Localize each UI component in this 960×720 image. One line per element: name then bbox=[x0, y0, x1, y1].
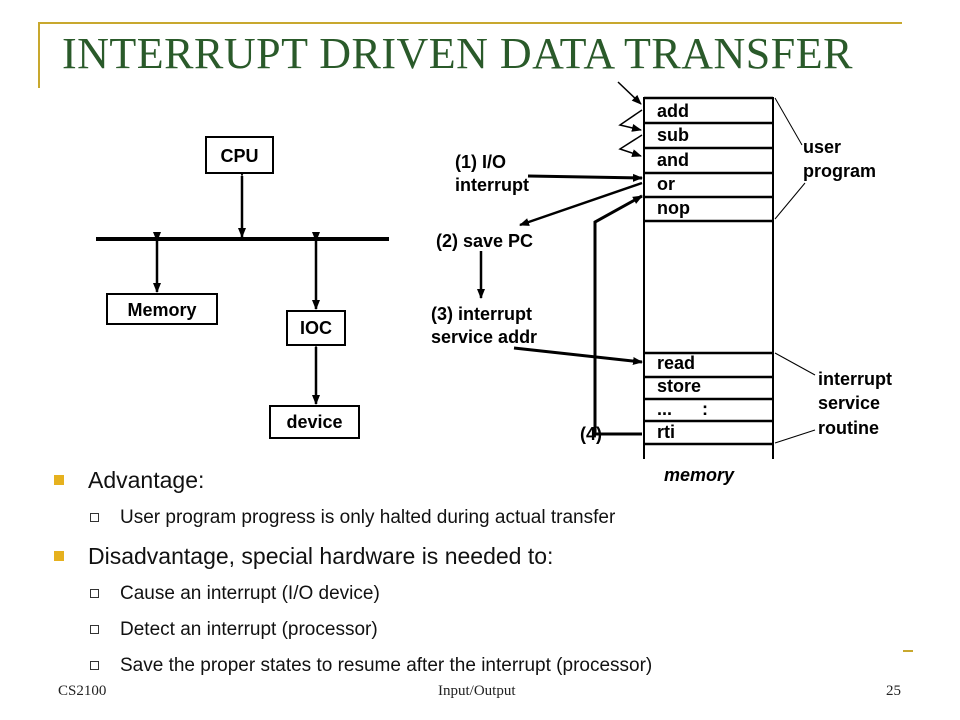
ioc-box: IOC bbox=[286, 310, 346, 346]
device-box: device bbox=[269, 405, 360, 439]
disadvantage-text: Disadvantage, special hardware is needed… bbox=[88, 543, 554, 569]
user-program-connector-top bbox=[774, 97, 803, 146]
flow-arrow-sub bbox=[618, 109, 643, 132]
user-program-label-2: program bbox=[803, 161, 876, 181]
hollow-square-bullet-icon bbox=[90, 513, 99, 522]
ioc-label: IOC bbox=[300, 318, 332, 338]
disadvantage-1-text: Cause an interrupt (I/O device) bbox=[120, 583, 380, 604]
sub-bullet-disadvantage-1: Cause an interrupt (I/O device) bbox=[52, 576, 932, 612]
step-4-label: (4) bbox=[580, 424, 602, 444]
slide-title: INTERRUPT DRIVEN DATA TRANSFER bbox=[62, 29, 853, 78]
frame-corner-mark bbox=[903, 650, 913, 652]
advantage-text: Advantage: bbox=[88, 467, 205, 493]
mem-cell-store: store bbox=[657, 376, 701, 396]
isr-label-2: service bbox=[818, 393, 880, 413]
bullet-disadvantage: Disadvantage, special hardware is needed… bbox=[52, 536, 932, 576]
memory-caption: memory bbox=[664, 465, 735, 485]
service-addr-arrow bbox=[513, 346, 643, 365]
hollow-square-bullet-icon bbox=[90, 625, 99, 634]
hollow-square-bullet-icon bbox=[90, 589, 99, 598]
memory-column bbox=[643, 96, 774, 459]
sub-bullet-advantage-1: User program progress is only halted dur… bbox=[52, 500, 932, 536]
mem-cell-and: and bbox=[657, 150, 689, 170]
isr-connector-top bbox=[774, 352, 816, 376]
mem-cell-add: add bbox=[657, 101, 689, 121]
footer-course: CS2100 bbox=[58, 683, 107, 699]
footer-topic: Input/Output bbox=[438, 683, 516, 699]
interrupt-arrow bbox=[527, 173, 643, 182]
mem-cell-or: or bbox=[657, 174, 675, 194]
frame-left-line bbox=[38, 22, 40, 88]
isr-label-1: interrupt bbox=[818, 369, 892, 389]
bullet-advantage: Advantage: bbox=[52, 460, 932, 500]
return-arrow bbox=[593, 194, 643, 436]
step-3-line2: service addr bbox=[431, 327, 537, 347]
memory-box: Memory bbox=[106, 293, 218, 325]
footer-page-number: 25 bbox=[886, 683, 901, 699]
mem-cell-nop: nop bbox=[657, 198, 690, 218]
user-program-connector-bottom bbox=[774, 182, 806, 220]
hollow-square-bullet-icon bbox=[90, 661, 99, 670]
flow-arrow-add bbox=[617, 81, 642, 105]
sub-bullet-disadvantage-2: Detect an interrupt (processor) bbox=[52, 612, 932, 648]
device-label: device bbox=[286, 412, 342, 432]
step-3-line1: (3) interrupt bbox=[431, 304, 532, 324]
cpu-box: CPU bbox=[205, 136, 274, 174]
disadvantage-2-text: Detect an interrupt (processor) bbox=[120, 619, 378, 640]
mem-cell-dots: ... bbox=[657, 399, 672, 419]
isr-connector-bottom bbox=[774, 429, 816, 444]
frame-top-line bbox=[38, 22, 902, 24]
sub-bullet-disadvantage-3: Save the proper states to resume after t… bbox=[52, 648, 932, 684]
square-bullet-icon bbox=[54, 475, 64, 485]
mem-cell-colon: : bbox=[702, 399, 708, 419]
square-bullet-icon bbox=[54, 551, 64, 561]
mem-cell-rti: rti bbox=[657, 422, 675, 442]
step-1-line2: interrupt bbox=[455, 175, 529, 195]
isr-label-3: routine bbox=[818, 418, 879, 438]
memory-box-label: Memory bbox=[127, 300, 196, 320]
mem-cell-sub: sub bbox=[657, 125, 689, 145]
advantage-1-text: User program progress is only halted dur… bbox=[120, 507, 616, 528]
save-pc-arrow bbox=[519, 181, 643, 227]
user-program-label-1: user bbox=[803, 137, 841, 157]
disadvantage-3-text: Save the proper states to resume after t… bbox=[120, 655, 653, 676]
step-2-label: (2) save PC bbox=[436, 231, 533, 251]
flow-arrow-and bbox=[618, 134, 643, 157]
mem-cell-read: read bbox=[657, 353, 695, 373]
cpu-label: CPU bbox=[220, 146, 258, 166]
bullet-list: Advantage: User program progress is only… bbox=[52, 460, 932, 684]
step-1-line1: (1) I/O bbox=[455, 152, 506, 172]
